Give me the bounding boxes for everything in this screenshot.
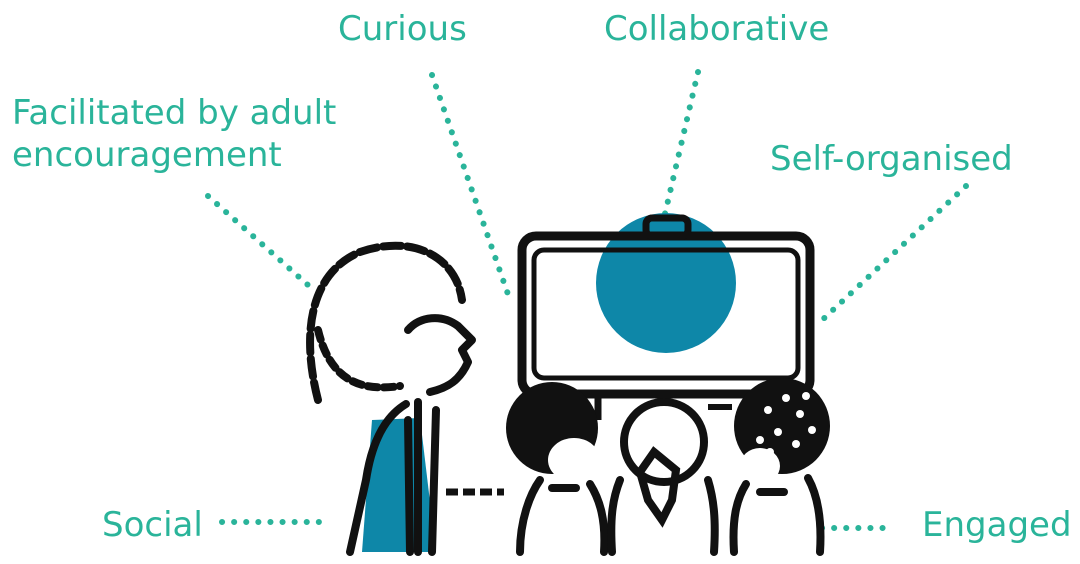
label-curious: Curious — [338, 9, 467, 49]
adult-figure-icon — [306, 241, 504, 556]
child-figure-icon — [607, 398, 719, 556]
label-engaged: Engaged — [922, 505, 1072, 545]
label-self-organised: Self-organised — [770, 139, 1013, 179]
label-collaborative: Collaborative — [604, 9, 830, 49]
child-figure-icon — [729, 378, 830, 556]
connector-self-organised — [817, 183, 969, 325]
label-facilitated: Facilitated by adult encouragement — [12, 93, 337, 175]
screen-icon — [517, 213, 815, 420]
label-social: Social — [102, 505, 203, 545]
connector-collaborative — [661, 69, 701, 221]
connector-facilitated — [205, 193, 311, 288]
connector-curious — [429, 72, 513, 303]
child-figure-icon — [506, 382, 609, 556]
